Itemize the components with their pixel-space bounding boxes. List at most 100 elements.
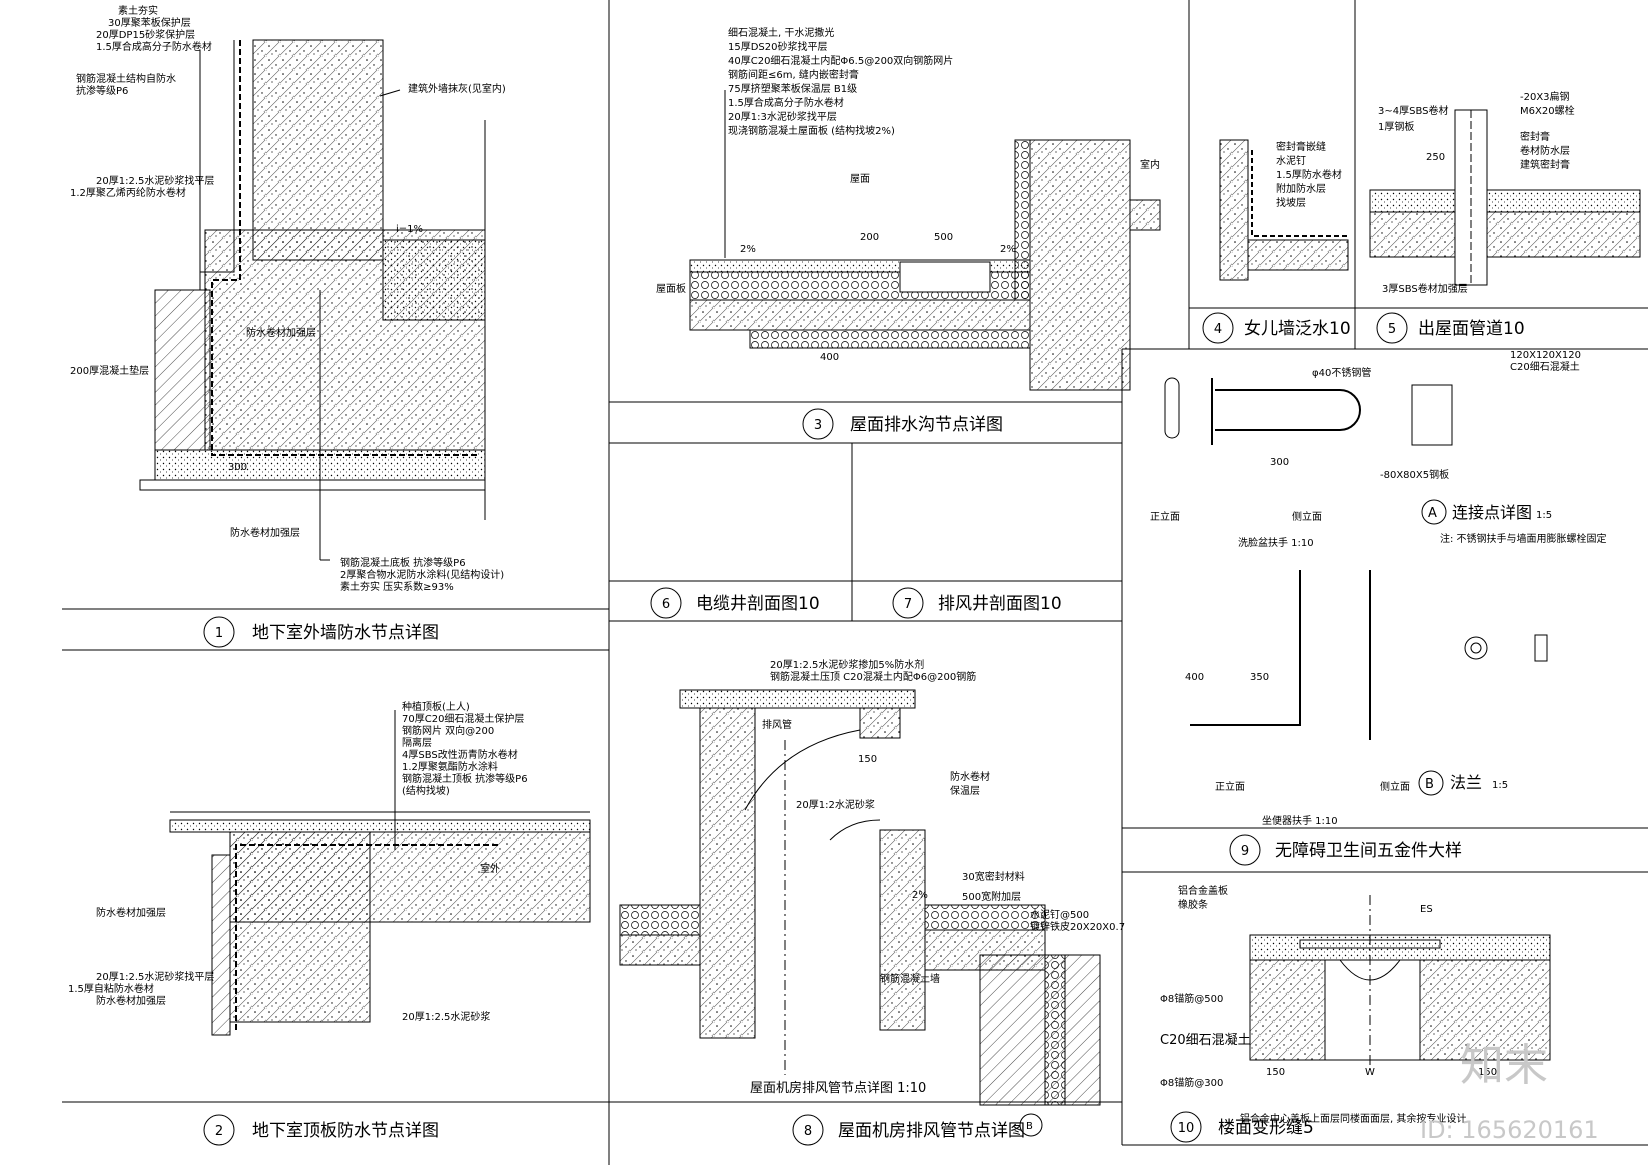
detail-9-notes: A 连接点详图 1:5 注: 不锈钢扶手与墙面用膨胀螺栓固定 B 法兰 1:5 … xyxy=(1150,350,1607,827)
d1-note-0: 素土夯实 xyxy=(118,4,158,17)
d3-slope-1: 2% xyxy=(740,244,756,255)
d2-note-2: 钢筋网片 双向@200 xyxy=(402,724,494,737)
d5-note-2: -20X3扁钢 xyxy=(1520,90,1570,103)
d4-note-2: 1.5厚防水卷材 xyxy=(1276,168,1342,181)
d10-note-1: 橡胶条 xyxy=(1178,898,1208,911)
d8-note-4: 防水卷材 xyxy=(950,770,990,783)
svg-text:8: 8 xyxy=(804,1124,812,1139)
d3-label-roof: 屋面 xyxy=(850,173,870,185)
d1-note-1: 30厚聚苯板保护层 xyxy=(108,16,191,29)
d5-label-bottom: 3厚SBS卷材加强层 xyxy=(1382,282,1468,295)
d3-label-eave: 屋面板 xyxy=(656,282,686,295)
title-3: 3 屋面排水沟节点详图 xyxy=(802,408,1003,440)
detail-3-roof-gutter xyxy=(689,90,1161,391)
detail-4-parapet xyxy=(1219,139,1349,281)
d10-dim-0: 150 xyxy=(1266,1067,1285,1078)
d3-note-3: 钢筋间距≤6m, 缝内嵌密封膏 xyxy=(728,68,859,81)
d1-note-b1: 2厚聚合物水泥防水涂料(见结构设计) xyxy=(340,568,504,581)
title-8: 8 屋面机房排风管节点详图 xyxy=(792,1114,1025,1146)
d1-label-plaster: 20厚1:2.5水泥砂浆找平层 xyxy=(96,174,214,187)
d3-note-7: 现浇钢筋混凝土屋面板 (结构找坡2%) xyxy=(728,124,895,137)
d8-note-2: 排风管 xyxy=(762,718,792,731)
d8-note-0: 20厚1:2.5水泥砂浆掺加5%防水剂 xyxy=(770,658,924,671)
detail-1-basement-wall xyxy=(139,39,486,561)
d1-label-membrane: 1.2厚聚乙烯丙纶防水卷材 xyxy=(70,186,186,199)
d9-B-letter: B xyxy=(1425,777,1434,792)
svg-text:1: 1 xyxy=(215,626,223,641)
title-1: 1 地下室外墙防水节点详图 xyxy=(203,616,439,648)
detail-2-basement-roof xyxy=(169,710,591,1036)
d1-note-b0: 钢筋混凝土底板 抗渗等级P6 xyxy=(340,556,466,569)
d8-note-1: 钢筋混凝土压顶 C20混凝土内配Φ6@200钢筋 xyxy=(770,670,976,683)
svg-text:屋面机房排风管节点详图: 屋面机房排风管节点详图 xyxy=(838,1121,1025,1141)
d2-label-marker: 室外 xyxy=(480,862,500,875)
detail-2-notes: 种植顶板(上人) 70厚C20细石混凝土保护层 钢筋网片 双向@200 隔离层 … xyxy=(68,700,528,1023)
d9-sink-caption: 洗脸盆扶手 1:10 xyxy=(1238,536,1314,549)
d3-dim-1: 500 xyxy=(934,232,953,243)
d9-B-scale: 1:5 xyxy=(1492,780,1508,791)
d1-label-bottom-add: 防水卷材加强层 xyxy=(230,526,300,539)
d2-note-0: 种植顶板(上人) xyxy=(402,700,470,713)
svg-text:地下室顶板防水节点详图: 地下室顶板防水节点详图 xyxy=(252,1121,439,1141)
d4-note-1: 水泥钉 xyxy=(1276,154,1306,167)
detail-8-notes: 20厚1:2.5水泥砂浆掺加5%防水剂 钢筋混凝土压顶 C20混凝土内配Φ6@2… xyxy=(750,658,1125,1137)
svg-text:3: 3 xyxy=(814,418,822,433)
d10-footer: 铝合金中心盖板上面层同楼面面层, 其余按专业设计 xyxy=(1240,1112,1466,1125)
d3-note-1: 15厚DS20砂浆找平层 xyxy=(728,40,828,53)
title-4: 4 女儿墙泛水10 xyxy=(1202,312,1351,344)
d8-note-8: 水泥钉@500 xyxy=(1030,908,1089,921)
d3-note-2: 40厚C20细石混凝土内配Φ6.5@200双向钢筋网片 xyxy=(728,54,953,67)
svg-text:4: 4 xyxy=(1214,322,1222,337)
d1-dim-0: 300 xyxy=(228,462,247,473)
d10-label-top: ES xyxy=(1420,904,1433,915)
d3-note-4: 75厚挤塑聚苯板保温层 B1级 xyxy=(728,82,857,95)
d9-A-title: 连接点详图 xyxy=(1452,503,1532,522)
d9-embed: C20细石混凝土 xyxy=(1510,360,1580,373)
svg-text:出屋面管道10: 出屋面管道10 xyxy=(1418,319,1525,339)
d1-note-5: 抗渗等级P6 xyxy=(76,84,128,97)
d9-dim-6: 400 xyxy=(1185,672,1204,683)
d9-A-note: 注: 不锈钢扶手与墙面用膨胀螺栓固定 xyxy=(1440,532,1607,545)
d4-note-3: 附加防水层 xyxy=(1276,182,1326,195)
detail-3-notes: 细石混凝土, 干水泥撒光 15厚DS20砂浆找平层 40厚C20细石混凝土内配Φ… xyxy=(656,26,1160,363)
svg-text:地下室外墙防水节点详图: 地下室外墙防水节点详图 xyxy=(252,623,439,643)
d9-front-2: 正立面 xyxy=(1215,780,1245,793)
d1-note-4: 钢筋混凝土结构自防水 xyxy=(76,72,176,85)
d2-note-4: 4厚SBS改性沥青防水卷材 xyxy=(402,748,518,761)
sheet-grid xyxy=(62,0,1648,1165)
d9-front-1: 正立面 xyxy=(1150,510,1180,523)
d5-note-4: 密封膏 xyxy=(1520,130,1550,143)
svg-text:5: 5 xyxy=(1388,322,1396,337)
d5-note-6: 建筑密封膏 xyxy=(1520,158,1570,171)
svg-text:9: 9 xyxy=(1241,844,1249,859)
d9-dim-5: 350 xyxy=(1250,672,1269,683)
d8-note-5: 保温层 xyxy=(950,784,980,797)
d8-note-10: 钢筋混凝土墙 xyxy=(880,972,940,985)
svg-text:楼面变形缝5: 楼面变形缝5 xyxy=(1218,1118,1314,1138)
d9-dim-0: 300 xyxy=(1270,457,1289,468)
svg-text:女儿墙泛水10: 女儿墙泛水10 xyxy=(1244,319,1351,339)
title-5: 5 出屋面管道10 xyxy=(1376,312,1525,344)
d2-label-plaster: 20厚1:2.5水泥砂浆找平层 xyxy=(96,970,214,983)
d9-A-letter: A xyxy=(1428,506,1437,521)
svg-text:10: 10 xyxy=(1178,1121,1195,1136)
d9-box: 120X120X120 xyxy=(1510,350,1581,361)
detail-8-roof-fan xyxy=(619,689,1101,1106)
d9-side-2: 侧立面 xyxy=(1380,780,1410,793)
d5-note-5: 卷材防水层 xyxy=(1520,144,1570,157)
detail-4-notes: 密封膏嵌缝 水泥钉 1.5厚防水卷材 附加防水层 找坡层 xyxy=(1276,140,1342,209)
svg-text:屋面排水沟节点详图: 屋面排水沟节点详图 xyxy=(850,415,1003,435)
d8-label-b: B xyxy=(1026,1121,1033,1132)
d10-dim-2: 150 xyxy=(1478,1067,1497,1078)
d1-label-slope: i=1% xyxy=(396,224,423,235)
d8-note-7: 500宽附加层 xyxy=(962,890,1021,903)
d3-dim-4: 400 xyxy=(820,352,839,363)
detail-1-notes: 素土夯实 30厚聚苯板保护层 20厚DP15砂浆保护层 1.5厚合成高分子防水卷… xyxy=(70,4,506,593)
d9-A-scale: 1:5 xyxy=(1536,510,1552,521)
watermark: 知末 ID: 165620161 xyxy=(1420,1040,1599,1144)
